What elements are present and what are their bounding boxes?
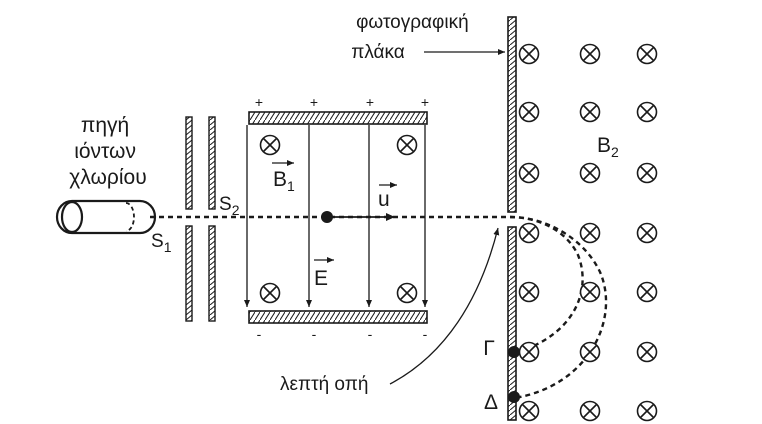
e-field-label: E <box>314 257 334 290</box>
capacitor-plate-bottom <box>248 310 428 324</box>
svg-text:-: - <box>312 326 317 342</box>
slit-s2-plate-bottom <box>208 225 216 322</box>
ion-trajectories <box>509 215 608 400</box>
minus-charges: - - - - <box>257 326 428 342</box>
svg-text:+: + <box>255 94 263 110</box>
b1-field-symbols <box>259 134 418 304</box>
svg-text:+: + <box>366 94 374 110</box>
svg-text:-: - <box>257 326 262 342</box>
slit-s2-plate-top <box>208 116 216 210</box>
plus-charges: + + + + <box>255 94 429 110</box>
svg-text:E: E <box>314 267 328 290</box>
hole-label: λεπτή οπή <box>280 374 368 395</box>
plate-label: φωτογραφική πλάκα <box>351 12 474 63</box>
slit-s1-plate-bottom <box>185 225 193 322</box>
source-label: πηγή ιόντων χλωρίου <box>69 114 146 189</box>
slit-s2-label: S2 <box>219 194 240 218</box>
ion-dot <box>321 211 333 223</box>
ion-source <box>55 199 157 235</box>
point-delta-label: Δ <box>484 391 498 414</box>
hole-pointer-arrow <box>389 227 500 385</box>
point-delta <box>508 391 520 403</box>
point-gamma-label: Γ <box>483 337 495 360</box>
svg-text:-: - <box>423 326 428 342</box>
slit-s1-plate-top <box>185 116 193 210</box>
svg-text:-: - <box>368 326 373 342</box>
svg-text:+: + <box>310 94 318 110</box>
b1-label: B1 <box>272 160 295 194</box>
slit-s1-label: S1 <box>151 231 172 255</box>
photographic-plate-bottom <box>507 226 517 421</box>
slit-plates <box>185 116 216 322</box>
point-gamma <box>508 346 520 358</box>
photographic-plate-top <box>507 16 517 213</box>
b2-field-symbols <box>518 43 658 422</box>
capacitor-plate-top <box>248 111 428 125</box>
svg-text:+: + <box>421 94 429 110</box>
b2-label: B2 <box>597 134 619 160</box>
svg-text:B1: B1 <box>273 168 295 194</box>
svg-text:u: u <box>378 188 390 211</box>
velocity-label: u <box>378 182 397 211</box>
